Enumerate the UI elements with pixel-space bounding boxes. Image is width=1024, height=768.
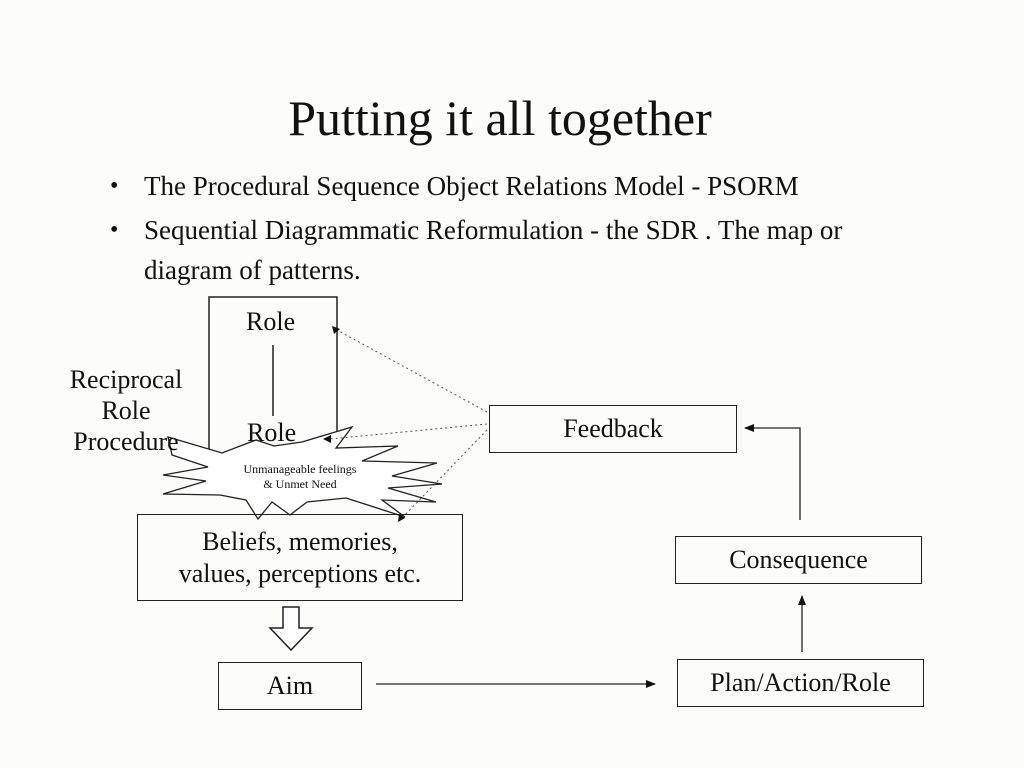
- feedback-box: Feedback: [489, 405, 737, 453]
- arrowhead-role-bottom: [323, 435, 331, 443]
- feedback-dotted-to-beliefs: [399, 429, 488, 521]
- plan-label: Plan/Action/Role: [710, 668, 891, 697]
- arrowhead-beliefs: [398, 514, 405, 522]
- beliefs-box: Beliefs, memories, values, perceptions e…: [137, 514, 463, 601]
- beliefs-line: Beliefs, memories,: [202, 527, 398, 556]
- feedback-label: Feedback: [563, 414, 663, 443]
- rrp-line: Procedure: [73, 427, 179, 456]
- bullet-icon: •: [110, 217, 119, 243]
- aim-label: Aim: [266, 671, 314, 700]
- role-bottom-label: Role: [247, 418, 297, 447]
- burst-line: Unmanageable feelings: [243, 462, 357, 476]
- slide-title: Putting it all together: [288, 90, 712, 146]
- consequence-box: Consequence: [675, 536, 922, 584]
- aim-box: Aim: [218, 662, 362, 710]
- rrp-label: Reciprocal Role Procedure: [54, 364, 198, 457]
- bullet-item: • Sequential Diagrammatic Reformulation …: [104, 210, 904, 290]
- burst-shape: [162, 425, 443, 521]
- bullet-list: • The Procedural Sequence Object Relatio…: [104, 166, 934, 294]
- role-top-label: Role: [246, 307, 296, 336]
- feedback-dotted-to-role-top: [336, 329, 488, 413]
- bullet-item: • The Procedural Sequence Object Relatio…: [104, 166, 934, 206]
- burst-text: Unmanageable feelings & Unmet Need: [220, 462, 380, 492]
- consequence-label: Consequence: [729, 545, 868, 574]
- bullet-icon: •: [110, 173, 119, 199]
- bullet-text: Sequential Diagrammatic Reformulation - …: [144, 215, 843, 285]
- feedback-dotted-to-role-bottom: [329, 423, 488, 440]
- plan-box: Plan/Action/Role: [677, 659, 924, 707]
- arrowhead-role-top: [332, 326, 340, 334]
- bullet-text: The Procedural Sequence Object Relations…: [144, 171, 799, 201]
- consequence-to-feedback-arrow: [744, 424, 801, 520]
- rrp-line: Role: [101, 396, 151, 425]
- burst-line: & Unmet Need: [263, 477, 337, 491]
- hollow-down-arrow: [268, 606, 314, 652]
- beliefs-line: values, perceptions etc.: [178, 559, 422, 588]
- rrp-line: Reciprocal: [69, 365, 183, 394]
